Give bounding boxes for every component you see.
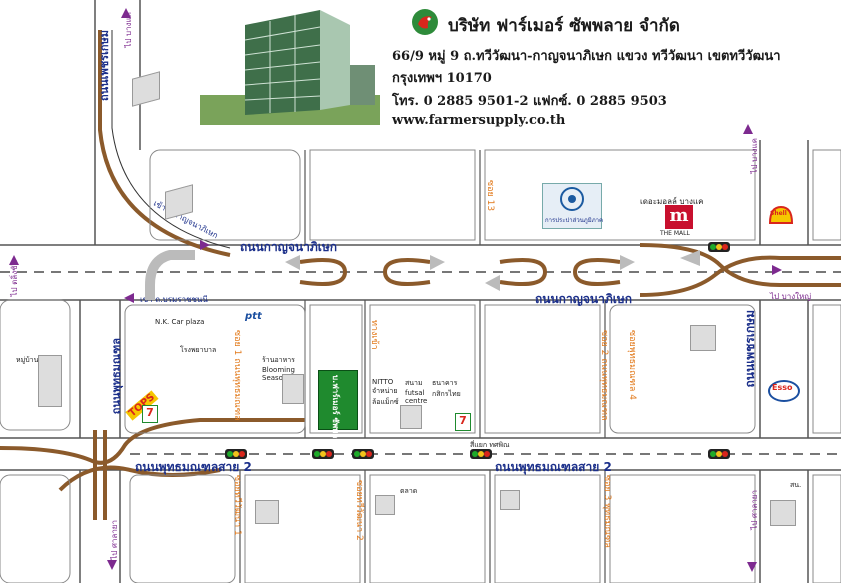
the-mall-logo: m: [665, 205, 693, 229]
arrow-icon: [121, 8, 131, 18]
company-address-line1: 66/9 หมู่ 9 ถ.ทวีวัฒนา-กาญจนาภิเษก แขวง …: [392, 49, 781, 64]
blooming-season-label: ร้านอาหาร Blooming Season: [262, 356, 295, 382]
building-box: [400, 405, 422, 429]
traffic-light-icon: [708, 449, 730, 459]
hospital-label: โรงพยาบาล: [180, 346, 217, 354]
arrow-icon: [107, 560, 117, 570]
futsal-label: สนาม futsal centre: [405, 379, 428, 405]
building-box: [38, 355, 62, 407]
company-website[interactable]: www.farmersupply.co.th: [392, 113, 566, 128]
shell-label: Shell: [770, 210, 787, 217]
nitto-label: NITTO จำหน่าย ล้อแม็กซ์: [372, 378, 399, 406]
soi-label-lower2: ซอยทวีวัฒนา 2: [354, 480, 364, 541]
u-turn-icon: [499, 258, 548, 286]
soi-label-right-lower: ซอยพุทธมณฑล 4: [627, 330, 637, 401]
company-phone: โทร. 0 2885 9501-2 แฟกซ์. 0 2885 9503: [392, 94, 667, 109]
traffic-light-icon: [312, 449, 334, 459]
ramp-label-borom: เข้า ถ.บรมราชชนนี: [140, 295, 208, 304]
police-label: สน.: [790, 481, 802, 489]
road-label-phutthamonthon-right: ถนนพุทธมณฑลสาย 2: [495, 460, 612, 474]
parrot-logo-icon: [410, 8, 440, 36]
seven-eleven-icon: 7: [455, 413, 471, 431]
soi-label-13: ซอย 13: [485, 180, 495, 212]
building-box: [770, 500, 796, 526]
building-blocks: [0, 149, 841, 583]
soi-label-entrance: ทางเข้า: [369, 320, 379, 350]
provincial-water-building: การประปาส่วนภูมิภาค: [542, 183, 604, 229]
u-turn-arrow: [620, 255, 635, 270]
road-label-kanchana-lower: ถนนกาญจนาภิเษก: [535, 292, 633, 306]
soi-label-2-right: ซอย 2 ถนนพุทธมณฑล: [599, 330, 609, 421]
shell-icon: [768, 205, 794, 227]
soi-label-left1: ซอย 1 ถนนพุทธมณฑล: [232, 330, 242, 421]
provincial-water-label: การประปาส่วนภูมิภาค: [545, 217, 604, 224]
arrow-icon: [9, 255, 19, 265]
building-box: [500, 490, 520, 510]
traffic-light-icon: [352, 449, 374, 459]
u-turn-icon: [299, 258, 348, 286]
arrow-icon: [200, 240, 210, 250]
arrow-icon: [743, 124, 753, 134]
u-turn-arrow: [285, 255, 300, 270]
intersection-label: สี่แยก ทศพิณ: [470, 441, 510, 449]
building-box: [375, 495, 395, 515]
road-phutthamonthon: [0, 437, 841, 471]
soi-label-lower1: ซอยทวีวัฒนา 1: [232, 475, 242, 536]
the-mall-logo-text: m: [669, 205, 689, 226]
soi-label-lower3: ซอย 3 พุทธมณฑล: [602, 475, 612, 548]
direction-bangyai: ไป บางใหญ่: [770, 292, 812, 301]
road-label-phutthamonthon-left: ถนนพุทธมณฑลสาย 2: [135, 460, 252, 474]
road-label-kanchana-upper: ถนนกาญจนาภิเษก: [240, 240, 338, 254]
road-ramps: [0, 30, 841, 520]
arrow-icon: [747, 562, 757, 572]
building-box: [282, 374, 304, 404]
market-label: ตลาด: [400, 487, 418, 495]
company-address-line2: กรุงเทพฯ 10170: [392, 71, 492, 86]
village-label: หมู่บ้าน: [16, 356, 39, 364]
traffic-light-icon: [225, 449, 247, 459]
the-mall-label: เดอะมอลล์ บางแค: [640, 197, 704, 206]
car-plaza-label: N.K. Car plaza: [155, 318, 205, 326]
company-building-image: [200, 5, 380, 125]
esso-icon: [768, 380, 800, 402]
ptt-logo: ptt: [245, 311, 262, 322]
building-box: [690, 325, 716, 351]
u-turn-arrow: [430, 255, 445, 270]
road-verticals: [79, 0, 809, 583]
road-kanchana: [0, 244, 841, 301]
seven-eleven-left-text: 7: [146, 406, 154, 419]
u-turn-arrow: [485, 275, 500, 291]
traffic-light-icon: [708, 242, 730, 252]
farmer-supply-location[interactable]: บ.ฟาร์เมอร์ ซัพพลาย: [318, 370, 358, 448]
esso-label: Esso: [772, 383, 793, 392]
company-name: บริษัท ฟาร์เมอร์ ซัพพลาย จำกัด: [448, 16, 680, 36]
building-box: [255, 500, 279, 524]
farmer-supply-label: บ.ฟาร์เมอร์ ซัพพลาย: [331, 375, 340, 448]
seven-eleven-icon: 7: [142, 405, 158, 423]
arrow-icon: [124, 293, 134, 303]
u-turn-icon: [572, 258, 621, 286]
u-turn-arrow: [680, 250, 700, 266]
arrow-icon: [772, 265, 782, 275]
kasikorn-bank-label: ธนาคาร กสิกรไทย: [432, 379, 461, 398]
traffic-light-icon: [470, 449, 492, 459]
u-turn-icon: [145, 250, 195, 300]
the-mall-text: THE MALL: [660, 230, 690, 237]
seven-eleven-mid-text: 7: [459, 414, 467, 427]
u-turn-icon: [382, 258, 431, 286]
